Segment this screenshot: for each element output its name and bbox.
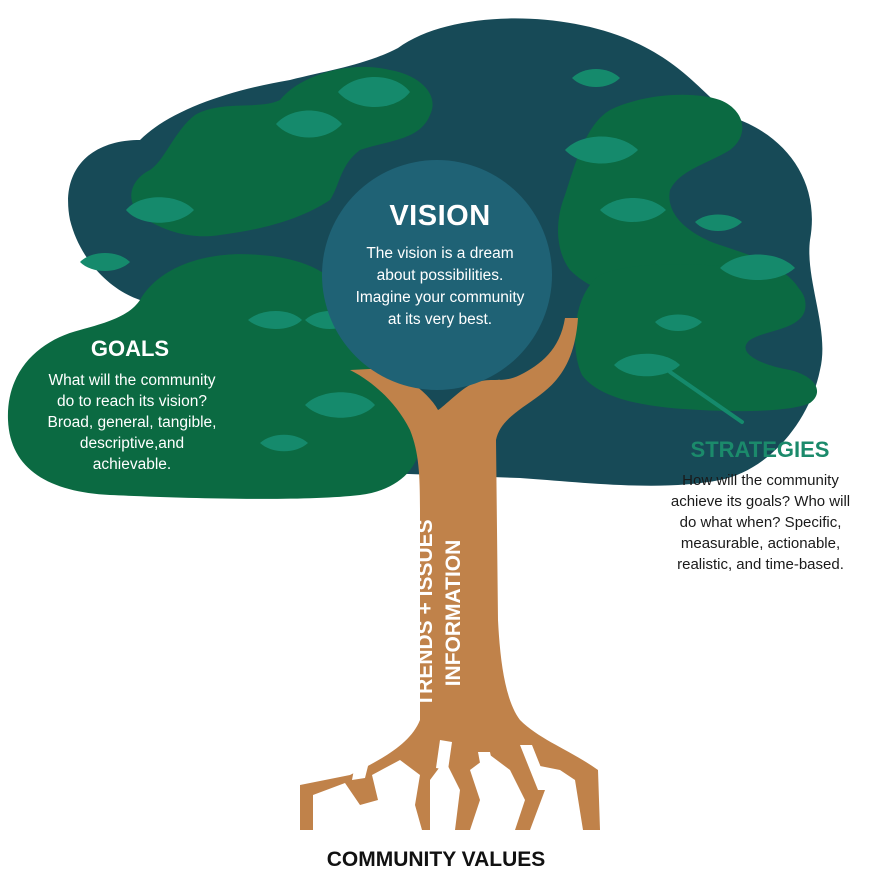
leaf <box>565 136 638 164</box>
vision-description: The vision is a dream about possibilitie… <box>335 243 545 331</box>
strategies-line: measurable, actionable, <box>680 535 841 552</box>
vision-line: about possibilities. <box>376 267 504 284</box>
leaf <box>260 434 308 452</box>
leaf <box>276 110 342 138</box>
leaf <box>126 197 194 223</box>
goals-line: descriptive,and <box>79 435 185 452</box>
leaf-stem <box>668 370 744 424</box>
trunk-label-line: INFORMATION <box>442 539 465 687</box>
leaf <box>720 254 795 280</box>
leaf <box>655 314 702 331</box>
leaf <box>305 392 375 418</box>
leaf <box>614 353 680 377</box>
vision-title: VISION <box>389 200 491 232</box>
strategies-line: realistic, and time-based. <box>677 556 844 573</box>
strategies-title: STRATEGIES <box>690 437 830 462</box>
leaf <box>572 69 620 87</box>
strategies-line: do what when? Specific, <box>679 514 842 531</box>
leaf <box>80 253 130 271</box>
vision-line: The vision is a dream <box>366 245 514 262</box>
goals-line: Broad, general, tangible, <box>47 414 217 431</box>
vision-line: at its very best. <box>387 311 493 328</box>
goals-description: What will the community do to reach its … <box>22 370 242 475</box>
goals-line: achievable. <box>92 456 172 473</box>
leaf <box>248 311 302 329</box>
trunk-label-line: TRENDS + ISSUES <box>414 519 437 707</box>
goals-title: GOALS <box>90 336 170 361</box>
strategies-line: achieve its goals? Who will <box>670 493 851 510</box>
goals-line: What will the community <box>48 372 216 389</box>
leaf <box>695 214 742 231</box>
leaf <box>338 77 410 107</box>
strategies-line: How will the community <box>682 472 839 489</box>
vision-circle <box>322 160 552 390</box>
trunk-label: TRENDS + ISSUES INFORMATION <box>412 483 468 743</box>
community-values-title: COMMUNITY VALUES <box>326 848 546 871</box>
tree-trunk <box>300 318 600 830</box>
vision-line: Imagine your community <box>355 289 525 306</box>
canopy-upper-left <box>131 66 433 237</box>
strategies-description: How will the community achieve its goals… <box>648 470 873 575</box>
root-gaps <box>352 740 550 790</box>
leaf <box>600 198 666 222</box>
goals-line: do to reach its vision? <box>57 393 207 410</box>
